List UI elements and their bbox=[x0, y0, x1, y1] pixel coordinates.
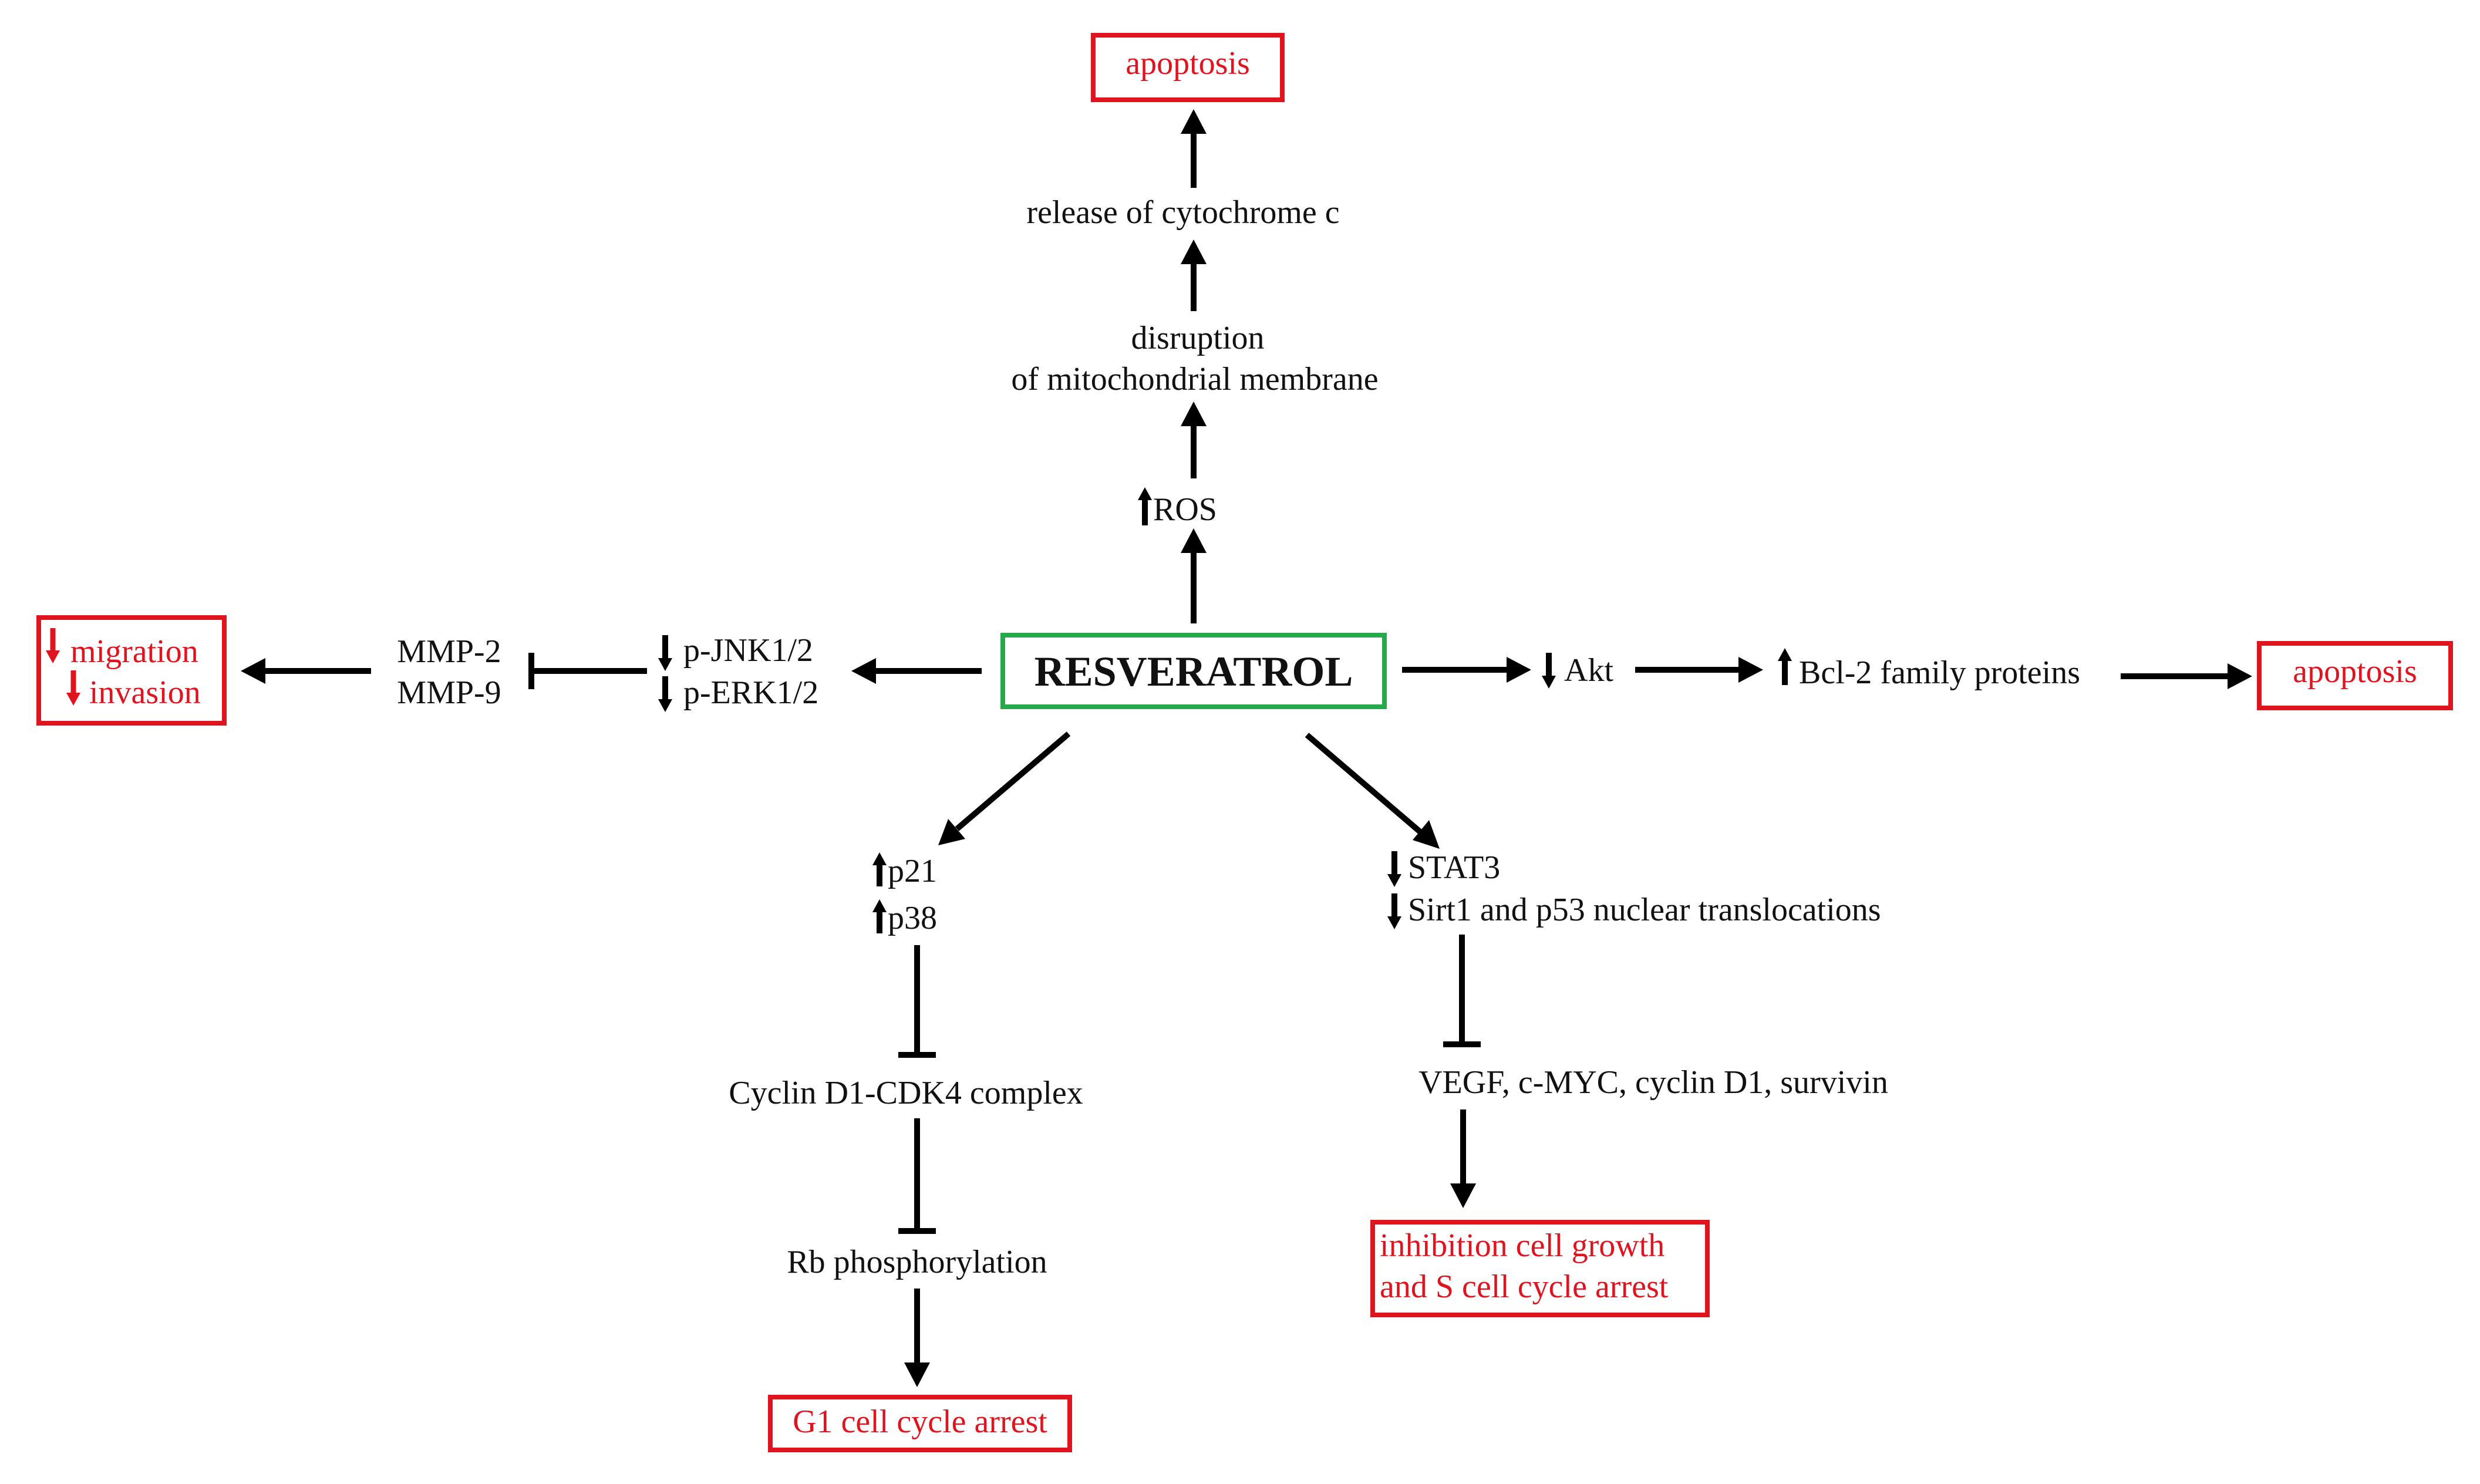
arrowhead-left bbox=[241, 658, 265, 684]
arrowhead-left bbox=[851, 658, 876, 684]
apoptosis-right-label: apoptosis bbox=[2293, 653, 2417, 690]
p38-label: p38 bbox=[888, 900, 937, 936]
arrowhead-down bbox=[1450, 1183, 1476, 1208]
mmp9-label: MMP-9 bbox=[397, 674, 501, 711]
connector-center-to-p21 bbox=[955, 731, 1071, 831]
apoptosis-right-box bbox=[2257, 641, 2453, 710]
disruption-label-line2: of mitochondrial membrane bbox=[1011, 361, 1378, 397]
apoptosis-top-box bbox=[1091, 33, 1285, 102]
growth-arrest-box bbox=[1370, 1220, 1710, 1317]
down-arrow-icon bbox=[1542, 653, 1556, 689]
cytochrome-label: release of cytochrome c bbox=[1026, 194, 1339, 231]
arrowhead-down bbox=[904, 1362, 930, 1387]
arrowhead-up bbox=[1181, 109, 1207, 134]
g1-arrest-box bbox=[768, 1395, 1072, 1452]
up-arrow-icon bbox=[1778, 648, 1792, 685]
stat3-label: STAT3 bbox=[1408, 849, 1500, 886]
center-label: RESVERATROL bbox=[1035, 648, 1353, 695]
down-arrow-icon bbox=[1387, 893, 1401, 929]
cyclin-label: Cyclin D1-CDK4 complex bbox=[729, 1075, 1083, 1111]
up-arrow-icon bbox=[1138, 487, 1152, 525]
center-box bbox=[1000, 633, 1387, 709]
bcl2-label: Bcl-2 family proteins bbox=[1799, 655, 2080, 691]
down-arrow-icon bbox=[658, 635, 672, 671]
growth-label-line1: inhibition cell growth bbox=[1380, 1227, 1664, 1264]
pjnk-label: p-JNK1/2 bbox=[683, 632, 813, 669]
migration-label: migration bbox=[70, 633, 198, 670]
apoptosis-top-label: apoptosis bbox=[1126, 45, 1250, 82]
up-arrow-icon bbox=[872, 852, 887, 886]
rb-label: Rb phosphorylation bbox=[787, 1244, 1047, 1280]
migration-invasion-box bbox=[36, 615, 227, 726]
arrowhead-right bbox=[1738, 657, 1763, 683]
arrowhead-diagonal bbox=[938, 819, 965, 845]
p21-label: p21 bbox=[888, 853, 937, 889]
perk-label: p-ERK1/2 bbox=[683, 674, 818, 711]
arrowhead-up bbox=[1181, 402, 1207, 426]
down-arrow-icon bbox=[1387, 851, 1401, 887]
sirt1-label: Sirt1 and p53 nuclear translocations bbox=[1408, 892, 1881, 928]
g1-arrest-label: G1 cell cycle arrest bbox=[793, 1404, 1047, 1440]
down-arrow-icon bbox=[66, 670, 80, 706]
arrowhead-up bbox=[1181, 240, 1207, 264]
targets-label: VEGF, c-MYC, cyclin D1, survivin bbox=[1418, 1064, 1888, 1101]
up-arrow-icon bbox=[872, 899, 887, 933]
arrowhead-diagonal bbox=[1413, 820, 1440, 849]
down-arrow-icon bbox=[46, 628, 60, 663]
mmp2-label: MMP-2 bbox=[397, 633, 501, 670]
invasion-label: invasion bbox=[89, 674, 201, 711]
down-arrow-icon bbox=[658, 676, 672, 712]
growth-label-line2: and S cell cycle arrest bbox=[1380, 1269, 1669, 1305]
arrowhead-right bbox=[1507, 657, 1531, 683]
akt-label: Akt bbox=[1564, 652, 1613, 689]
disruption-label-line1: disruption bbox=[1131, 320, 1264, 356]
arrowhead-right bbox=[2228, 663, 2252, 689]
ros-label: ROS bbox=[1153, 491, 1217, 528]
arrowhead-up bbox=[1181, 528, 1207, 553]
connector-center-to-stat3 bbox=[1305, 733, 1423, 835]
